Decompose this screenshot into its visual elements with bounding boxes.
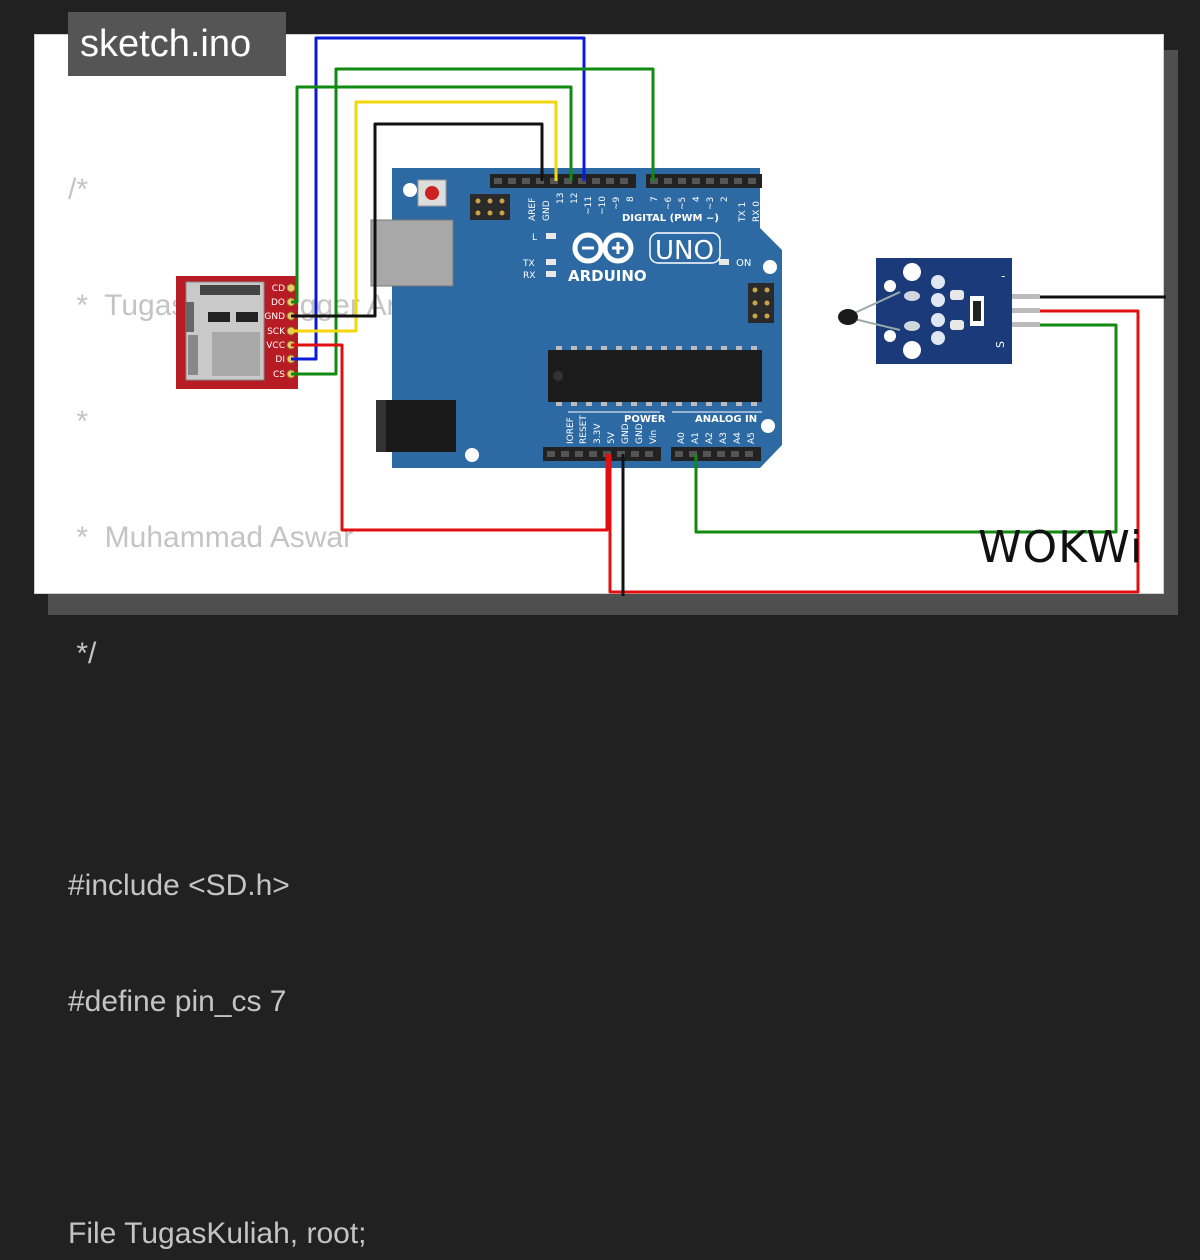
svg-text:2: 2 <box>720 196 730 202</box>
power-pin-labels: IOREF RESET 3.3V 5V GND GND Vin <box>566 415 659 444</box>
wire-green-sensor[interactable] <box>694 323 1118 534</box>
code-line: #include <SD.h> <box>68 869 290 902</box>
svg-text:Vin: Vin <box>649 430 659 444</box>
wires <box>291 36 1166 596</box>
analog-pin-labels: A0 A1 A2 A3 A4 A5 <box>677 432 757 444</box>
svg-text:A3: A3 <box>719 432 729 444</box>
power-label: POWER <box>624 414 666 425</box>
led-rx-label: RX <box>523 271 535 281</box>
wire-blue[interactable] <box>291 36 586 361</box>
wire-black-sd[interactable] <box>291 122 544 318</box>
file-tab[interactable]: sketch.ino <box>68 12 286 76</box>
code-line: * Muhammad Aswar <box>68 521 354 554</box>
svg-text:GND: GND <box>621 423 631 444</box>
sd-pin-label: CS <box>273 370 285 380</box>
svg-text:7: 7 <box>650 196 660 202</box>
analog-header[interactable] <box>671 447 761 461</box>
svg-text:AREF: AREF <box>528 198 538 221</box>
code-line: #define pin_cs 7 <box>68 985 287 1018</box>
wire-yellow[interactable] <box>291 100 558 333</box>
led-l-label: L <box>532 233 537 243</box>
sensor-minus-label: - <box>1001 269 1005 283</box>
sd-pin-labels: CD DO GND SCK VCC DI CS <box>264 284 286 380</box>
svg-text:GND: GND <box>542 200 552 221</box>
svg-text:~6: ~6 <box>664 196 674 210</box>
wire-green-do[interactable] <box>291 85 573 304</box>
sd-pin-label: VCC <box>266 341 285 351</box>
svg-text:RX 0: RX 0 <box>752 201 762 222</box>
led-rx <box>546 271 556 277</box>
circuit-diagram: CD DO GND SCK VCC DI CS <box>176 36 1166 596</box>
svg-text:4: 4 <box>692 196 702 202</box>
icsp-header-1 <box>470 194 510 220</box>
icsp-header-2 <box>748 283 774 323</box>
svg-text:A4: A4 <box>733 432 743 444</box>
led-tx-label: TX <box>522 259 535 269</box>
arduino-model: UNO <box>655 236 714 266</box>
svg-text:IOREF: IOREF <box>566 417 576 444</box>
sd-pin-label: CD <box>272 284 285 294</box>
svg-text:~5: ~5 <box>678 197 688 210</box>
svg-text:A5: A5 <box>747 432 757 444</box>
reset-button-cap[interactable] <box>425 186 439 200</box>
svg-text:3.3V: 3.3V <box>593 423 603 444</box>
sensor-signal-label: S <box>994 341 1007 348</box>
power-jack <box>376 400 456 452</box>
arduino-brand: ARDUINO <box>568 267 647 285</box>
code-line <box>68 746 593 794</box>
thermistor-probe-icon <box>838 309 858 325</box>
led-tx <box>546 259 556 265</box>
svg-text:5V: 5V <box>607 431 617 444</box>
led-l <box>546 233 556 239</box>
sd-pin-label: GND <box>264 312 285 322</box>
code-line: * <box>68 405 89 438</box>
svg-text:~11: ~11 <box>584 196 594 215</box>
digital-pin-labels: AREF GND 13 12 ~11 ~10 ~9 8 7 ~6 ~5 4 ~3… <box>528 193 762 223</box>
code-line: */ <box>68 637 97 670</box>
code-line: File TugasKuliah, root; <box>68 1217 367 1250</box>
svg-text:RESET: RESET <box>579 415 589 444</box>
svg-text:~3: ~3 <box>706 197 716 210</box>
svg-text:A2: A2 <box>705 432 715 444</box>
microcontroller-chip <box>548 350 762 402</box>
sd-pin-label: DO <box>271 298 285 308</box>
arduino-logo-icon <box>572 232 634 264</box>
svg-text:A1: A1 <box>691 432 701 444</box>
svg-text:13: 13 <box>556 193 566 204</box>
wire-red-sd[interactable] <box>291 343 609 532</box>
svg-text:~10: ~10 <box>598 196 608 215</box>
sd-pin[interactable] <box>286 283 296 293</box>
wire-green-cs[interactable] <box>291 67 655 376</box>
code-line: /* <box>68 173 89 206</box>
digital-header-left[interactable] <box>490 174 636 188</box>
wire-red-sensor[interactable] <box>608 309 1140 594</box>
svg-text:GND: GND <box>635 423 645 444</box>
svg-text:8: 8 <box>626 196 636 202</box>
svg-text:A0: A0 <box>677 432 687 444</box>
led-on <box>719 259 729 265</box>
power-header[interactable] <box>543 447 661 461</box>
code-line <box>68 1094 593 1142</box>
usb-port <box>370 219 454 287</box>
svg-text:TX 1: TX 1 <box>738 202 748 223</box>
svg-text:~9: ~9 <box>612 196 622 210</box>
led-on-label: ON <box>736 258 751 269</box>
digital-label: DIGITAL (PWM ~) <box>622 213 719 224</box>
svg-text:12: 12 <box>570 193 580 204</box>
analog-label: ANALOG IN <box>695 414 757 425</box>
wokwi-logo: WOKWi <box>978 522 1144 573</box>
sd-card-module[interactable]: CD DO GND SCK VCC DI CS <box>176 276 298 389</box>
temperature-sensor-module[interactable]: - S <box>838 258 1040 364</box>
arduino-uno-board[interactable]: AREF GND 13 12 ~11 ~10 ~9 8 7 ~6 ~5 4 ~3… <box>370 168 782 468</box>
sd-pin-label: DI <box>275 355 285 365</box>
sd-pin-label: SCK <box>267 327 286 337</box>
digital-header-right[interactable] <box>646 174 762 188</box>
